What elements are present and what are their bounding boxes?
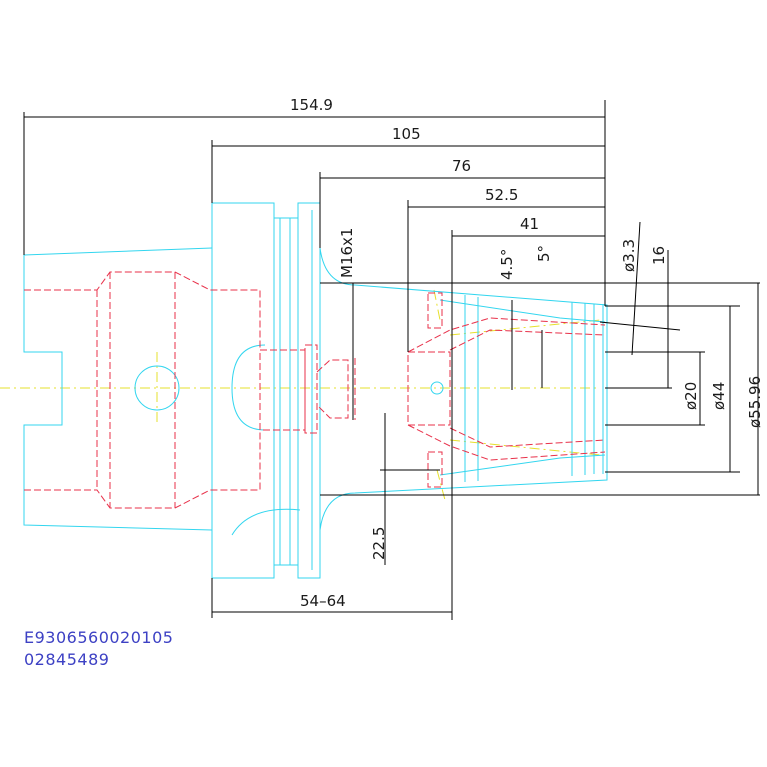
part-outline xyxy=(23,202,608,579)
dim-dia-44: ø44 xyxy=(710,382,728,410)
dim-flange-length: 105 xyxy=(392,125,421,143)
dim-range-54-64: 54–64 xyxy=(300,592,346,610)
dim-dia-20: ø20 xyxy=(682,382,700,410)
dim-22-5: 22.5 xyxy=(370,527,388,560)
centerlines xyxy=(0,289,601,501)
dim-dia-55-96: ø55.96 xyxy=(746,376,764,428)
hidden-lines xyxy=(24,271,606,509)
dim-thread: M16x1 xyxy=(338,228,356,278)
dimension-labels: 154.9 105 76 52.5 41 4.5° 5° M16x1 ø3.3 … xyxy=(290,96,764,610)
dim-overall-length: 154.9 xyxy=(290,96,333,114)
dim-41: 41 xyxy=(520,215,539,233)
dim-76: 76 xyxy=(452,157,471,175)
dim-16: 16 xyxy=(650,246,668,265)
part-code: E9306560020105 xyxy=(24,628,174,647)
dim-dia-3-3: ø3.3 xyxy=(620,239,638,272)
dim-52-5: 52.5 xyxy=(485,186,518,204)
part-number: 02845489 xyxy=(24,650,110,669)
dimension-lines xyxy=(23,100,760,620)
dim-angle-5: 5° xyxy=(535,245,553,262)
dim-angle-4-5: 4.5° xyxy=(498,249,516,280)
